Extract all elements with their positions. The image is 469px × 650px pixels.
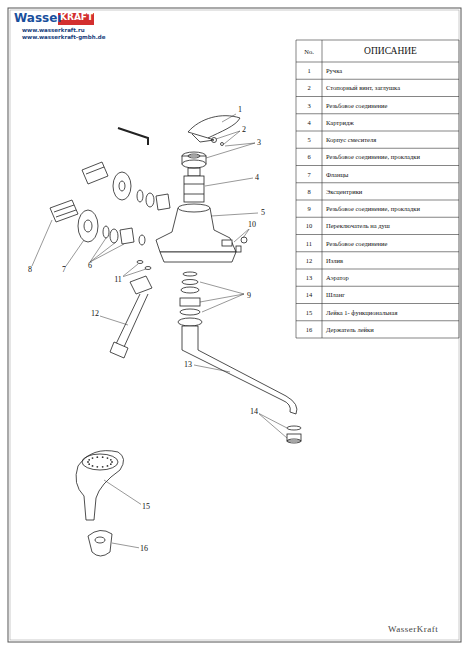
callout-number: 15 <box>141 503 151 511</box>
table-rule <box>296 251 459 252</box>
row-number: 8 <box>296 183 322 200</box>
callout-number: 5 <box>260 209 266 217</box>
callout-number: 16 <box>139 545 149 553</box>
callout-number: 7 <box>61 266 67 274</box>
callout-number: 12 <box>90 310 100 318</box>
row-number: 15 <box>296 304 322 321</box>
website-url: www.wasserkraft-gmbh.de <box>22 34 105 40</box>
part-description: Эксцентрики <box>322 183 459 200</box>
page-frame <box>8 8 461 642</box>
spray-hole <box>92 465 94 467</box>
callout-number: 13 <box>183 361 193 369</box>
callout-number: 14 <box>249 408 259 416</box>
spray-hole <box>87 461 89 463</box>
row-number: 11 <box>296 235 322 252</box>
logo-box <box>58 13 94 25</box>
part-description: Стопорный винт, заглушка <box>322 79 459 96</box>
parts-table <box>296 40 459 338</box>
table-rule <box>296 96 459 97</box>
part-description: Лейка 1- функциональная <box>322 304 459 321</box>
table-rule <box>296 79 459 80</box>
leader-lines <box>32 114 287 548</box>
table-rule <box>296 40 297 338</box>
table-rule <box>296 269 459 270</box>
part-description: Держатель лейки <box>322 321 459 338</box>
row-number: 16 <box>296 321 322 338</box>
spray-hole <box>102 466 104 468</box>
logo-text: KRAFT <box>60 12 93 22</box>
row-number: 14 <box>296 286 322 303</box>
row-number: 3 <box>296 97 322 114</box>
table-rule <box>296 182 459 183</box>
table-rule <box>296 40 459 41</box>
faucet-parts <box>50 116 301 556</box>
row-number: 10 <box>296 217 322 234</box>
spray-hole <box>110 463 112 465</box>
callout-number: 8 <box>27 266 33 274</box>
row-number: 5 <box>296 131 322 148</box>
callout-number: 11 <box>113 276 123 284</box>
part-description: Корпус смесителя <box>322 131 459 148</box>
table-rule <box>296 200 459 201</box>
spray-hole <box>88 463 90 465</box>
table-rule <box>296 234 459 235</box>
spray-hole <box>92 457 94 459</box>
callout-number: 3 <box>256 139 262 147</box>
spray-hole <box>107 457 109 459</box>
spray-hole <box>88 459 90 461</box>
table-rule <box>296 165 459 166</box>
row-number: 9 <box>296 200 322 217</box>
table-rule <box>296 338 459 339</box>
part-description: Излив <box>322 252 459 269</box>
row-number: 2 <box>296 79 322 96</box>
spray-hole <box>110 459 112 461</box>
row-number: 13 <box>296 269 322 286</box>
part-description: Переключатель на душ <box>322 217 459 234</box>
row-number: 6 <box>296 148 322 165</box>
table-header: No. <box>296 40 322 62</box>
row-number: 4 <box>296 114 322 131</box>
table-rule <box>296 217 459 218</box>
table-rule <box>459 40 460 338</box>
part-description: Шланг <box>322 286 459 303</box>
shower-holes <box>87 456 113 468</box>
spray-hole <box>111 461 113 463</box>
part-description: Резьбовое соединение, прокладки <box>322 148 459 165</box>
callout-number: 4 <box>254 174 260 182</box>
part-description: Картридж <box>322 114 459 131</box>
brand-mark: WasserKraft <box>388 624 438 634</box>
row-number: 1 <box>296 62 322 79</box>
logo-text: Wasser <box>14 11 63 25</box>
spray-hole <box>107 465 109 467</box>
table-rule <box>322 40 323 338</box>
part-description: Резьбовое соединение <box>322 97 459 114</box>
table-rule <box>296 320 459 321</box>
callout-number: 6 <box>87 262 93 270</box>
table-rule <box>296 131 459 132</box>
callout-number: 2 <box>241 126 247 134</box>
row-number: 7 <box>296 166 322 183</box>
table-rule <box>296 286 459 287</box>
table-rule <box>296 303 459 304</box>
part-description: Аэратор <box>322 269 459 286</box>
callout-number: 1 <box>237 106 243 114</box>
spray-hole <box>96 466 98 468</box>
callout-number: 10 <box>247 221 257 229</box>
part-description: Ручка <box>322 62 459 79</box>
callout-number: 9 <box>246 292 252 300</box>
website-url: www.wasserkraft.ru <box>22 27 85 33</box>
table-header: ОПИСАНИЕ <box>322 40 459 62</box>
table-rule <box>296 62 459 63</box>
part-description: Резьбовое соединение, прокладки <box>322 200 459 217</box>
table-rule <box>296 148 459 149</box>
spray-hole <box>96 456 98 458</box>
part-description: Фланцы <box>322 166 459 183</box>
part-description: Резьбовое соединение <box>322 235 459 252</box>
table-rule <box>296 113 459 114</box>
row-number: 12 <box>296 252 322 269</box>
spray-hole <box>102 456 104 458</box>
